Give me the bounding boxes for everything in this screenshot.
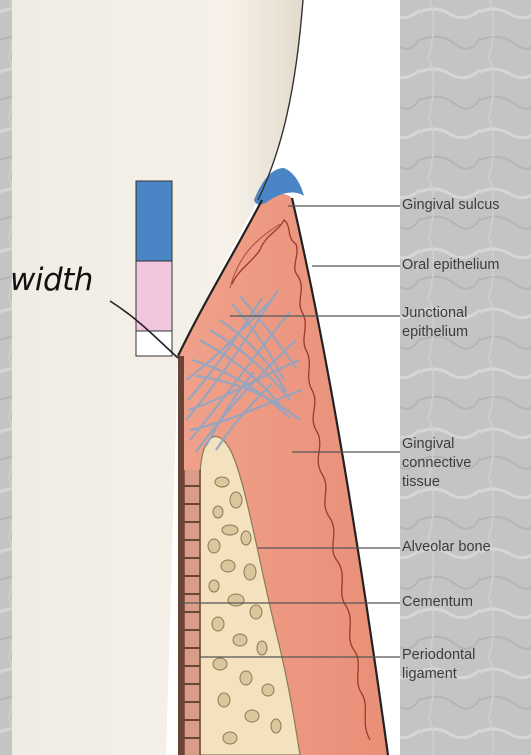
- biologic-width-bar: [136, 181, 172, 356]
- label-gingival-sulcus: Gingival sulcus: [402, 196, 500, 215]
- width-bar-sulcus-segment: [136, 181, 172, 261]
- label-junctional-epithelium: Junctional epithelium: [402, 304, 468, 342]
- label-gingival-connective-tissue: Gingival connective tissue: [402, 435, 471, 492]
- cementum-layer: [178, 356, 184, 755]
- label-oral-epithelium: Oral epithelium: [402, 256, 500, 275]
- label-periodontal-ligament: Periodontal ligament: [402, 646, 475, 684]
- label-cementum: Cementum: [402, 593, 473, 612]
- width-bar-epithelium-segment: [136, 261, 172, 331]
- periodontal-ligament-fibers: [184, 470, 200, 755]
- label-alveolar-bone: Alveolar bone: [402, 538, 491, 557]
- width-annotation: width: [10, 262, 93, 298]
